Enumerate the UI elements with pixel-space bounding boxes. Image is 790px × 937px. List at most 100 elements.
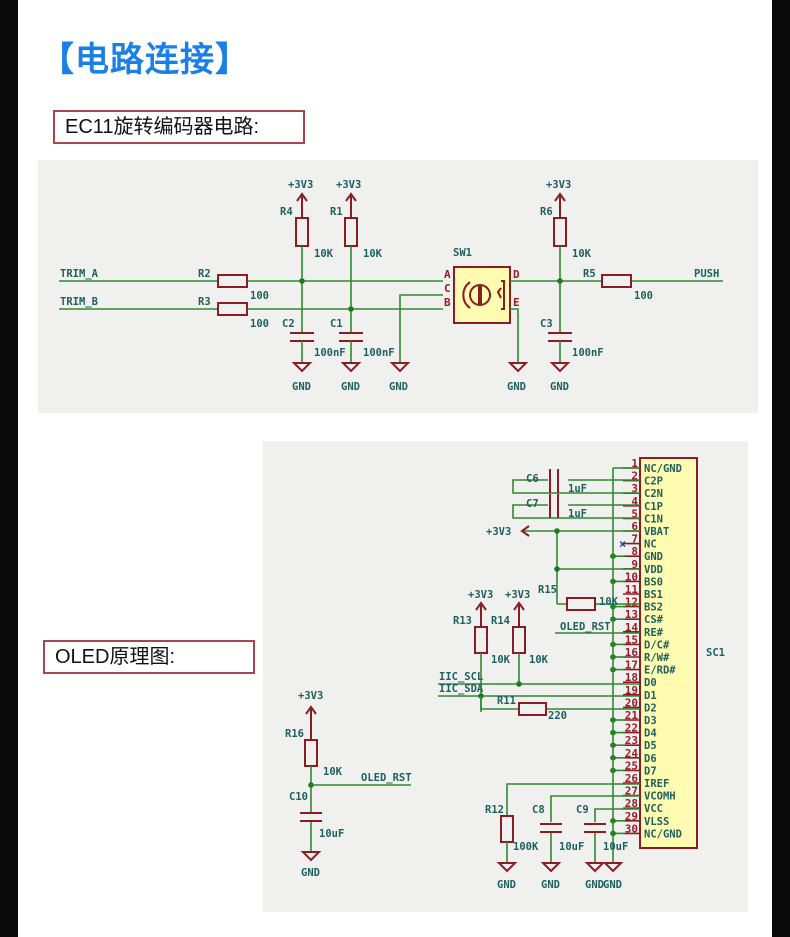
ref-c8: C8: [532, 804, 545, 816]
value-c6: 1uF: [568, 483, 587, 495]
resistor-r13: [474, 626, 488, 654]
sw1-pin-e: E: [513, 296, 520, 309]
ref-c3: C3: [540, 318, 553, 330]
power-arrow-icon: [520, 525, 530, 537]
value-r16: 10K: [323, 766, 343, 778]
ref-r4: R4: [280, 206, 293, 218]
resistor-r11: [518, 702, 547, 716]
encoder-heading: EC11旋转编码器电路:: [53, 110, 305, 144]
chip-pin-name: BS0: [644, 576, 663, 588]
chip-pin-number: 28: [625, 797, 638, 810]
junction-dot: [348, 306, 354, 312]
chip-pin-name: D3: [644, 715, 657, 727]
chip-pin-name: RE#: [644, 627, 664, 639]
chip-pin-name: R/W#: [644, 652, 670, 664]
resistor-r3: [217, 302, 248, 316]
chip-pin-number: 1: [631, 457, 638, 470]
ref-c1: C1: [330, 318, 343, 330]
sw1-pin-d: D: [513, 268, 520, 281]
ground-icon: [540, 862, 562, 873]
chip-pin-number: 26: [625, 772, 639, 785]
gnd-label: GND: [301, 867, 320, 879]
resistor-r14: [512, 626, 526, 654]
ground-icon: [300, 851, 322, 862]
chip-pin-name: BS1: [644, 589, 663, 601]
gnd-label: GND: [292, 381, 311, 393]
chip-pin-name: C1N: [644, 513, 663, 525]
ref-sw1: SW1: [453, 247, 472, 259]
value-c1: 100nF: [363, 347, 395, 359]
chip-pin-name: D2: [644, 702, 657, 714]
ref-r6: R6: [540, 206, 553, 218]
chip-pin-name: NC: [644, 539, 657, 551]
ref-r13: R13: [453, 615, 472, 627]
gnd-label: GND: [497, 879, 516, 891]
value-r14: 10K: [529, 654, 549, 666]
chip-ref: SC1: [706, 647, 725, 659]
encoder-schematic: TRIM_A TRIM_B R2 100 R3 100 +3V3 R4 10K: [59, 179, 723, 393]
value-c3: 100nF: [572, 347, 604, 359]
ref-c10: C10: [289, 791, 308, 803]
power-arrow-icon: [513, 601, 525, 627]
ref-r2: R2: [198, 268, 211, 280]
ground-icon: [340, 362, 362, 373]
chip-pin-number: 14: [625, 621, 639, 634]
chip-pin-name: VBAT: [644, 526, 669, 538]
junction-dot: [299, 278, 305, 284]
power-label-r4: +3V3: [288, 179, 313, 191]
chip-pin-name: IREF: [644, 778, 669, 790]
resistor-r12: [500, 815, 514, 843]
net-label-oled-rst: OLED_RST: [560, 621, 611, 633]
resistor-r2: [217, 274, 248, 288]
chip-pin-number: 11: [625, 583, 639, 596]
ground-icon: [549, 362, 571, 373]
chip-pin-name: D1: [644, 690, 657, 702]
power-arrow-icon: [554, 192, 566, 218]
resistor-r5: [601, 274, 632, 288]
value-c9: 10uF: [603, 841, 628, 853]
gnd-label: GND: [541, 879, 560, 891]
net-label-iic-sda: IIC_SDA: [439, 683, 484, 695]
ref-c2: C2: [282, 318, 295, 330]
chip-pin-number: 27: [625, 785, 638, 798]
net-label-oled-rst-src: OLED_RST: [361, 772, 412, 784]
chip-pin-number: 20: [625, 696, 638, 709]
value-r12: 100K: [513, 841, 539, 853]
wire-c7: [512, 504, 640, 519]
gnd-label: GND: [585, 879, 604, 891]
chip-pin-name: C2N: [644, 488, 663, 500]
power-label-r16: +3V3: [298, 690, 323, 702]
chip-pin-number: 15: [625, 633, 638, 646]
value-r13: 10K: [491, 654, 511, 666]
oled-heading: OLED原理图:: [43, 640, 255, 674]
wire-sw1-c-gnd: [399, 294, 443, 363]
chip-pin-name: E/RD#: [644, 665, 676, 677]
resistor-r4: [295, 217, 309, 247]
chip-pin-name: D/C#: [644, 639, 670, 651]
chip-pin-number: 4: [631, 495, 638, 508]
value-r15: 10K: [599, 596, 619, 608]
ground-icon: [584, 862, 606, 873]
ref-r12: R12: [485, 804, 504, 816]
ref-r5: R5: [583, 268, 596, 280]
chip-pin-number: 9: [631, 558, 638, 571]
page-title: 【电路连接】: [40, 40, 250, 80]
chip-pin-name: NC/GND: [644, 463, 682, 475]
junction-dot: [554, 566, 560, 572]
ref-r16: R16: [285, 728, 304, 740]
value-r4: 10K: [314, 248, 334, 260]
resistor-r15: [566, 597, 596, 611]
ref-c7: C7: [526, 498, 539, 510]
ground-icon: [389, 362, 411, 373]
power-label-r14: +3V3: [505, 589, 530, 601]
wire-r11: [480, 696, 640, 710]
ground-icon: [602, 862, 624, 873]
chip-pin-name: D6: [644, 753, 657, 765]
chip-pin-name: VCC: [644, 803, 663, 815]
chip-pin-number: 3: [631, 482, 638, 495]
chip-pin-number: 10: [625, 570, 638, 583]
power-arrow-icon: [475, 601, 487, 627]
wire-vcomh: [550, 795, 640, 822]
gnd-label: GND: [550, 381, 569, 393]
